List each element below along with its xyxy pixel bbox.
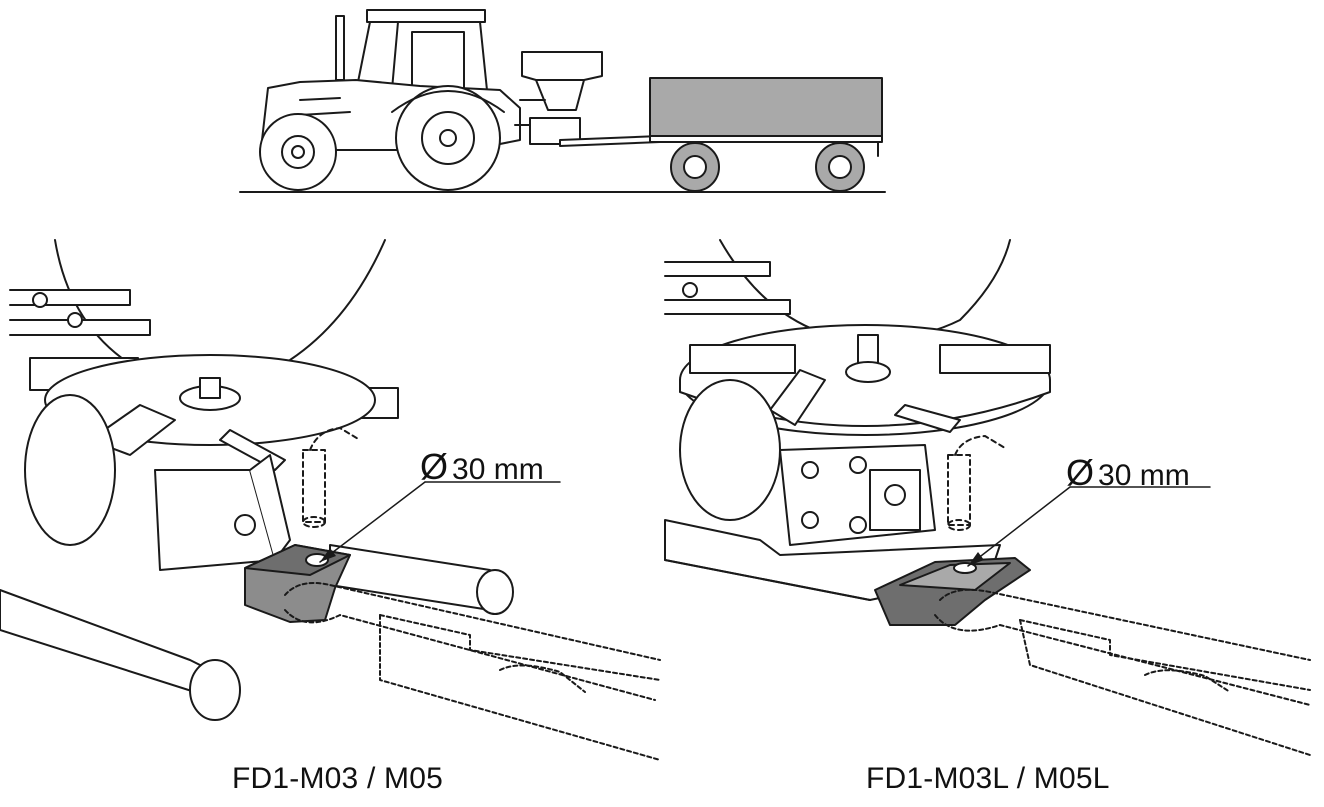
hitch-pin-left: [302, 427, 361, 528]
drawbar-eye-right: [934, 588, 1311, 756]
dimension-value: 30 mm: [1098, 459, 1190, 492]
spreader-hopper: [514, 51, 603, 145]
rear-wheel: [395, 85, 501, 191]
caption-left: FD1-M03 / M05: [232, 762, 443, 795]
diameter-symbol: Ø: [420, 446, 449, 487]
tractor: [259, 9, 521, 191]
tractor-scene: [239, 9, 886, 193]
caption-right: FD1-M03L / M05L: [866, 762, 1110, 795]
hopper-cone-right: [719, 239, 1011, 340]
diameter-symbol: Ø: [1066, 452, 1095, 493]
dimension-leader-left: [319, 481, 426, 563]
trailer: [649, 77, 883, 192]
drawbar-eye-left: [284, 582, 661, 761]
trailer-body: [649, 77, 883, 137]
dimension-value: 30 mm: [452, 453, 544, 486]
detail-right: [664, 239, 1311, 756]
dimension-leader-right: [967, 486, 1071, 567]
detail-left: [0, 239, 661, 761]
hitch-pin-right: [947, 435, 1006, 531]
front-wheel: [259, 113, 337, 191]
